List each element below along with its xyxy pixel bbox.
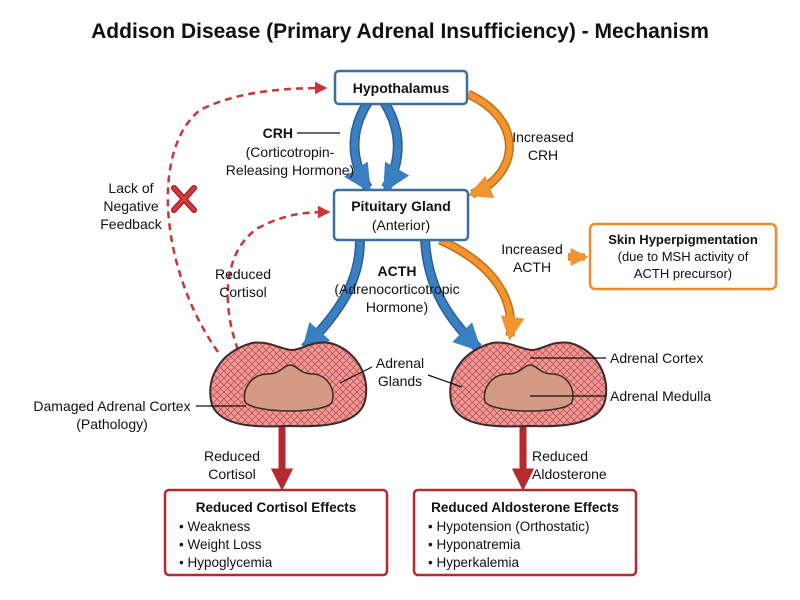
feedback-blocked-x-icon bbox=[171, 185, 197, 213]
reduced-cortisol-feedback-arrow bbox=[226, 205, 331, 351]
crh-label: CRH (Corticotropin- Releasing Hormone) bbox=[226, 125, 354, 178]
hypothalamus-label: Hypothalamus bbox=[353, 80, 450, 96]
aldosterone-effect-item: • Hyperkalemia bbox=[428, 555, 519, 570]
svg-text:Cortisol: Cortisol bbox=[219, 284, 266, 300]
pituitary-node: Pituitary Gland (Anterior) bbox=[332, 188, 470, 242]
adrenal-medulla-label: Adrenal Medulla bbox=[610, 388, 711, 404]
aldosterone-effects-box: Reduced Aldosterone Effects • Hypotensio… bbox=[412, 488, 638, 577]
svg-text:Reduced: Reduced bbox=[215, 266, 271, 282]
adrenal-cortex-label: Adrenal Cortex bbox=[610, 350, 703, 366]
svg-text:(Adrenocorticotropic: (Adrenocorticotropic bbox=[334, 281, 459, 297]
right-medulla bbox=[483, 364, 574, 412]
adrenal-glands-label: Adrenal Glands bbox=[376, 355, 424, 389]
left-medulla bbox=[243, 364, 334, 412]
lack-feedback-arrow bbox=[166, 81, 328, 353]
skin-title: Skin Hyperpigmentation bbox=[608, 232, 758, 247]
svg-text:Adrenal: Adrenal bbox=[376, 355, 424, 371]
svg-text:(Corticotropin-: (Corticotropin- bbox=[246, 144, 335, 160]
svg-text:Negative: Negative bbox=[103, 198, 158, 214]
cortisol-effect-item: • Hypoglycemia bbox=[179, 555, 273, 570]
svg-text:Feedback: Feedback bbox=[100, 216, 162, 232]
svg-text:CRH: CRH bbox=[263, 125, 293, 141]
skin-line1: (due to MSH activity of bbox=[618, 249, 749, 264]
pituitary-sublabel: (Anterior) bbox=[372, 217, 430, 233]
svg-text:(Pathology): (Pathology) bbox=[76, 416, 148, 432]
increased-acth-label: Increased ACTH bbox=[501, 241, 562, 275]
pituitary-label: Pituitary Gland bbox=[351, 198, 451, 214]
svg-text:Increased: Increased bbox=[512, 129, 573, 145]
aldosterone-effect-item: • Hypotension (Orthostatic) bbox=[428, 519, 590, 534]
svg-text:Increased: Increased bbox=[501, 241, 562, 257]
acth-label: ACTH (Adrenocorticotropic Hormone) bbox=[334, 263, 459, 315]
lack-feedback-label: Lack of Negative Feedback bbox=[100, 180, 162, 232]
skin-hyperpigmentation-box: Skin Hyperpigmentation (due to MSH activ… bbox=[588, 222, 778, 291]
svg-text:Damaged Adrenal Cortex: Damaged Adrenal Cortex bbox=[33, 398, 190, 414]
reduced-cortisol-output-label: Reduced Cortisol bbox=[204, 448, 260, 482]
svg-text:Releasing Hormone): Releasing Hormone) bbox=[226, 162, 354, 178]
aldosterone-effect-item: • Hyponatremia bbox=[428, 537, 521, 552]
damaged-cortex-label: Damaged Adrenal Cortex (Pathology) bbox=[33, 398, 190, 432]
increased-crh-label: Increased CRH bbox=[512, 129, 573, 163]
svg-text:Glands: Glands bbox=[378, 373, 422, 389]
page-title: Addison Disease (Primary Adrenal Insuffi… bbox=[91, 20, 709, 43]
cortisol-effects-title: Reduced Cortisol Effects bbox=[196, 500, 357, 515]
skin-line2: ACTH precursor) bbox=[634, 266, 732, 281]
svg-text:Hormone): Hormone) bbox=[366, 299, 428, 315]
svg-text:Reduced: Reduced bbox=[204, 448, 260, 464]
svg-text:Reduced: Reduced bbox=[532, 448, 588, 464]
cortisol-effect-item: • Weakness bbox=[179, 519, 251, 534]
reduced-aldosterone-output-label: Reduced Aldosterone bbox=[532, 448, 607, 482]
adrenal-gland-right bbox=[449, 341, 608, 428]
svg-text:CRH: CRH bbox=[528, 147, 558, 163]
reduced-cortisol-feedback-label: Reduced Cortisol bbox=[215, 266, 271, 300]
cortisol-effects-box: Reduced Cortisol Effects • Weakness • We… bbox=[163, 488, 389, 577]
hypothalamus-node: Hypothalamus bbox=[333, 69, 469, 106]
cortisol-effect-item: • Weight Loss bbox=[179, 537, 262, 552]
svg-text:Cortisol: Cortisol bbox=[208, 466, 255, 482]
aldosterone-effects-title: Reduced Aldosterone Effects bbox=[431, 500, 619, 515]
svg-text:Aldosterone: Aldosterone bbox=[532, 466, 607, 482]
adrenal-gland-left bbox=[209, 341, 368, 428]
svg-text:ACTH: ACTH bbox=[513, 259, 551, 275]
svg-text:ACTH: ACTH bbox=[378, 263, 417, 279]
svg-text:Lack of: Lack of bbox=[108, 180, 153, 196]
